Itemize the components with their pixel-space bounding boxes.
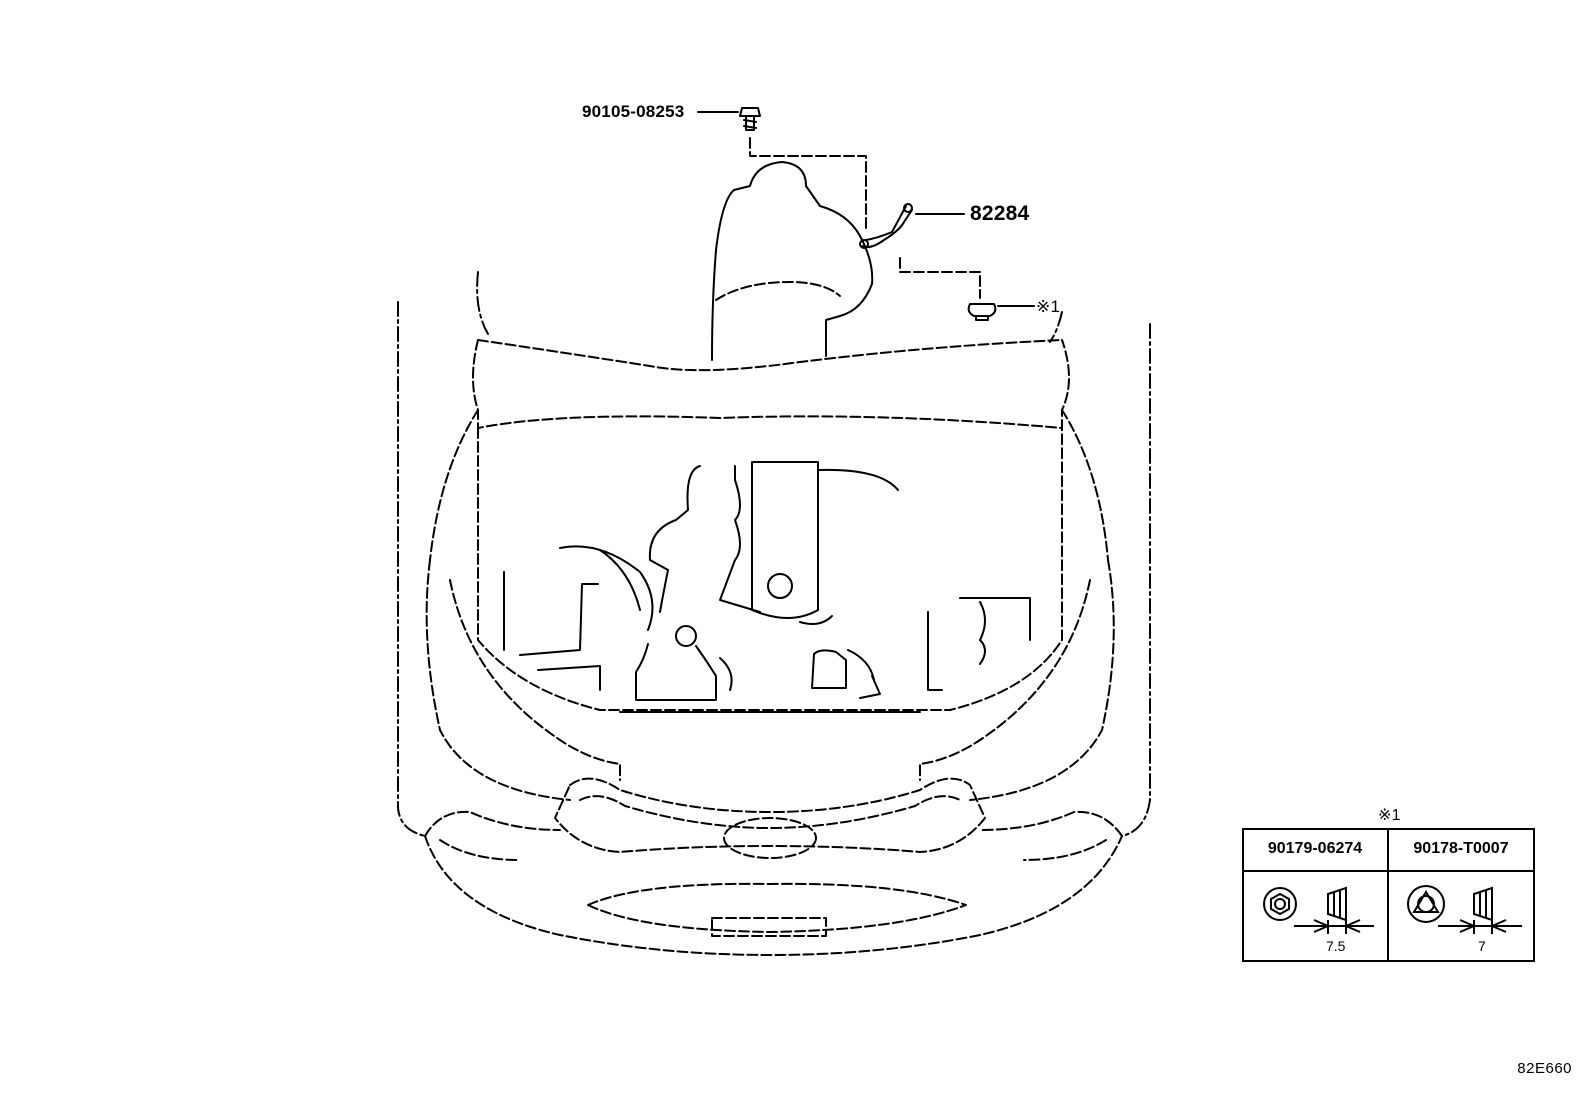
round-nut-icon — [1407, 885, 1445, 923]
round-nut-side-icon — [1438, 886, 1522, 934]
nut-legend-table: 90179-06274 90178-T0007 7.5 7 — [1242, 828, 1535, 962]
legend-part-number-2[interactable]: 90178-T0007 — [1413, 840, 1509, 857]
hex-nut-side-icon — [1294, 886, 1374, 934]
bolt-part-number[interactable]: 90105-08253 — [582, 102, 685, 121]
nut-callout-marker: ※1 — [1036, 297, 1061, 316]
legend-frame — [1242, 828, 1535, 962]
nut-icon — [967, 303, 997, 321]
fender-outline — [397, 271, 1151, 837]
hood-raised — [711, 161, 874, 361]
bolt-dashed-link — [749, 137, 867, 233]
engine-bay — [449, 427, 1091, 781]
bumper-outline — [424, 559, 1123, 956]
legend-dimension-2: 7 — [1478, 938, 1486, 954]
hinge-dashed-link — [899, 257, 981, 299]
engine-components — [503, 461, 1031, 713]
hood-support-icon — [859, 203, 913, 249]
legend-marker: ※1 — [1378, 807, 1401, 824]
hood-support-part-number[interactable]: 82284 — [970, 202, 1030, 225]
legend-dimension-1: 7.5 — [1326, 938, 1346, 954]
legend-part-number-1[interactable]: 90179-06274 — [1267, 840, 1363, 857]
hood-outline — [429, 339, 1109, 561]
bolt-icon — [739, 107, 761, 131]
diagram-code: 82E660 — [1517, 1060, 1572, 1077]
grille — [554, 777, 986, 859]
hex-nut-icon — [1263, 887, 1297, 921]
